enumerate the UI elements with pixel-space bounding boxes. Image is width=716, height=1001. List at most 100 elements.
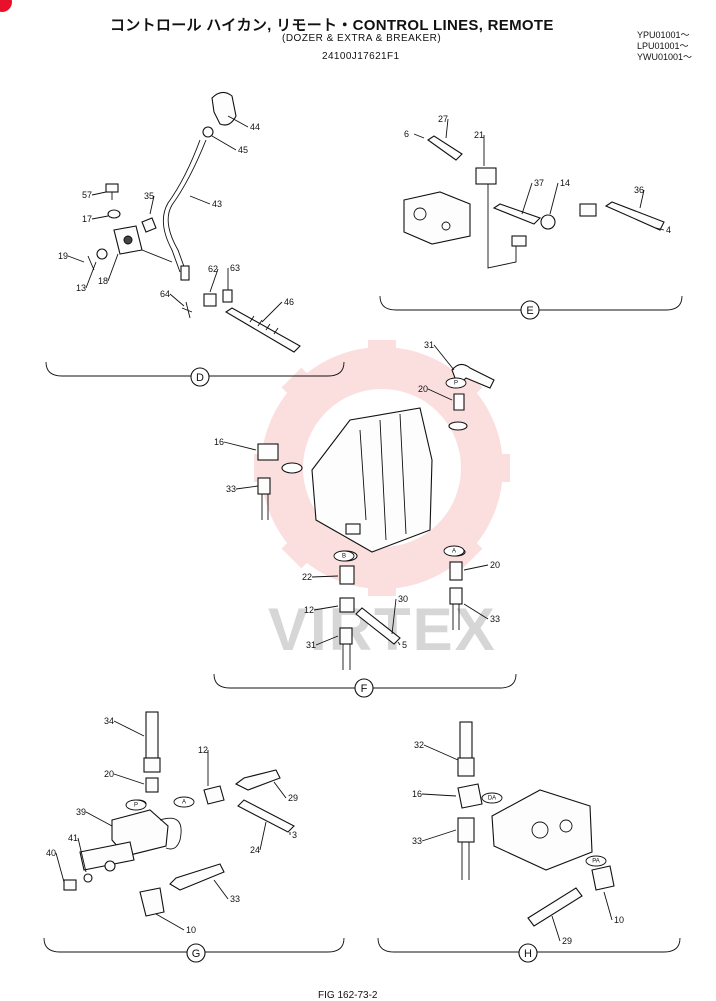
section-letter: D xyxy=(196,372,204,384)
adapter-20-top xyxy=(453,393,465,411)
leader-line xyxy=(391,598,397,635)
leader-line xyxy=(113,773,145,785)
fitting-16-f xyxy=(257,443,279,461)
leader-line xyxy=(639,189,645,209)
leader-lines xyxy=(55,115,665,942)
section-letter: E xyxy=(526,305,533,317)
section-marker-f: F xyxy=(354,678,374,698)
washer-41 xyxy=(83,873,93,883)
leader-line xyxy=(91,215,109,220)
leader-line xyxy=(421,793,457,797)
port-marker-label: B xyxy=(342,554,346,560)
hose-24 xyxy=(237,799,295,833)
adapter-14a xyxy=(540,214,556,230)
section-f-group xyxy=(213,363,517,689)
part-callout-label: 39 xyxy=(76,807,86,817)
part-callout-label: 33 xyxy=(490,614,500,624)
nut-part xyxy=(202,126,214,138)
o-ring-top xyxy=(448,421,468,431)
assembly-part-number: 24100J17621F1 xyxy=(322,51,400,62)
serial-range-3: YWU01001～ xyxy=(637,52,693,62)
adapter-20-right xyxy=(449,561,463,581)
leader-line xyxy=(259,821,267,851)
valve-block-h xyxy=(491,789,593,871)
part-callout-label: 64 xyxy=(160,289,170,299)
leader-line xyxy=(421,829,457,842)
part-callout-label: 22 xyxy=(302,572,312,582)
part-callout-label: 17 xyxy=(82,214,92,224)
part-callout-label: 45 xyxy=(238,145,248,155)
leader-line xyxy=(261,301,283,323)
leader-line xyxy=(427,388,453,401)
part-callout-label: 57 xyxy=(82,190,92,200)
leader-line xyxy=(433,344,455,371)
part-callout-label: 16 xyxy=(214,437,224,447)
part-callout-label: 32 xyxy=(414,740,424,750)
part-callout-label: 29 xyxy=(562,936,572,946)
part-callout-label: 41 xyxy=(68,833,78,843)
part-callout-label: 10 xyxy=(614,915,624,925)
tee-12-f xyxy=(339,597,355,613)
part-callout-label: 24 xyxy=(250,845,260,855)
leader-line xyxy=(445,118,449,139)
part-callout-label: 34 xyxy=(104,716,114,726)
leader-line xyxy=(603,891,613,921)
leader-line xyxy=(235,485,259,490)
section-d-group xyxy=(45,91,345,377)
part-callout-label: 33 xyxy=(412,836,422,846)
part-callout-label: 12 xyxy=(198,745,208,755)
serial-range-1: YPU01001～ xyxy=(637,30,690,40)
part-callout-label: 40 xyxy=(46,848,56,858)
part-callout-label: 20 xyxy=(490,560,500,570)
part-callout-label: 43 xyxy=(212,199,222,209)
leader-line xyxy=(67,255,85,263)
leader-line xyxy=(55,852,65,883)
leader-line xyxy=(209,268,219,293)
page-title: コントロール ハイカン, リモート・CONTROL LINES, REMOTE xyxy=(110,17,554,34)
leader-line xyxy=(85,261,97,289)
leader-line xyxy=(227,115,249,128)
serial-range-2: LPU01001～ xyxy=(637,41,689,51)
leader-line xyxy=(423,744,459,761)
part-callout-label: 33 xyxy=(226,484,236,494)
part-callout-label: 21 xyxy=(474,130,484,140)
part-callout-label: 36 xyxy=(634,185,644,195)
part-callout-label: 37 xyxy=(534,178,544,188)
part-callout-label: 18 xyxy=(98,276,108,286)
leader-line xyxy=(463,564,489,571)
leader-line xyxy=(91,191,107,196)
leader-line xyxy=(77,837,87,873)
leader-line xyxy=(211,135,237,151)
part-callout-label: 19 xyxy=(58,251,68,261)
port-marker: P xyxy=(445,377,467,389)
hose-29-h xyxy=(527,887,583,927)
hose-27 xyxy=(427,135,463,161)
part-callout-label: 6 xyxy=(404,129,409,139)
tee-12-g xyxy=(203,785,225,805)
hose-32 xyxy=(459,721,473,761)
leader-line xyxy=(213,879,229,900)
leader-line xyxy=(273,781,287,799)
elbow-10-h xyxy=(591,865,615,891)
leader-line xyxy=(315,635,339,646)
hose-end-33-left xyxy=(257,477,271,495)
part-callout-label: 4 xyxy=(666,225,671,235)
port-marker-label: A xyxy=(182,800,186,806)
cable-46-part xyxy=(224,307,301,353)
washer-part xyxy=(107,209,121,219)
leader-line xyxy=(113,720,145,737)
leader-line xyxy=(397,641,401,646)
section-marker-g: G xyxy=(186,943,206,963)
section-e-group xyxy=(379,135,683,311)
leader-line xyxy=(223,441,257,451)
nut-63-part xyxy=(222,289,233,303)
hose-33-g xyxy=(169,863,225,891)
leader-line xyxy=(155,913,185,931)
part-callout-label: 30 xyxy=(398,594,408,604)
tee-16-h xyxy=(457,783,483,809)
part-callout-label: 10 xyxy=(186,925,196,935)
part-callout-label: 14 xyxy=(560,178,570,188)
port-marker-label: DA xyxy=(488,796,496,802)
port-marker-label: A xyxy=(452,549,456,555)
